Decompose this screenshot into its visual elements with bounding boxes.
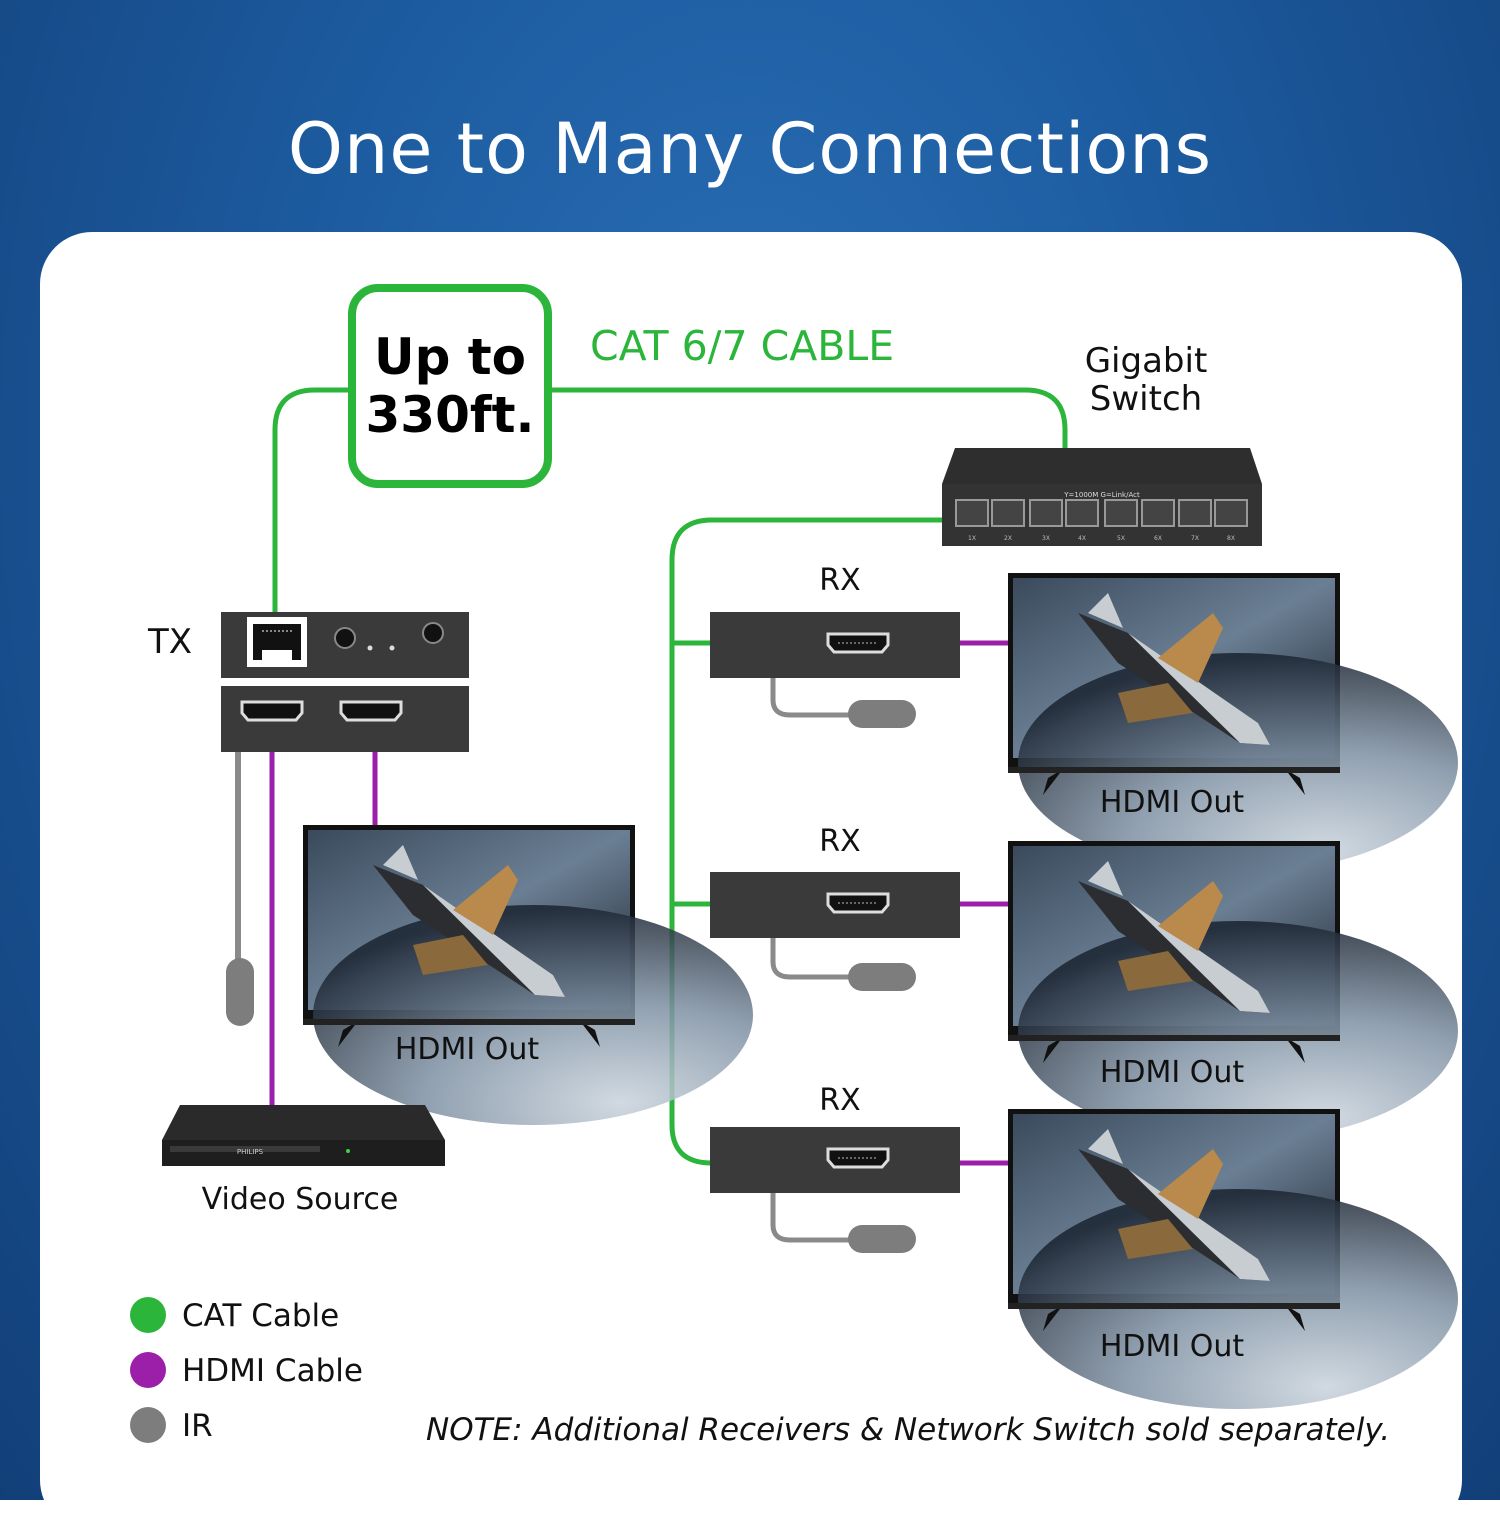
- ir-sensor-rx2: [848, 963, 916, 991]
- tx-unit: [221, 612, 469, 752]
- source-brand: PHILIPS: [237, 1148, 264, 1156]
- legend-hdmi-label: HDMI Cable: [182, 1353, 363, 1389]
- switch-port-label: 6X: [1154, 535, 1162, 542]
- switch-port-label: 3X: [1042, 535, 1050, 542]
- tv-label-rx3: HDMI Out: [1099, 1329, 1245, 1364]
- tv-label-rx2: HDMI Out: [1099, 1055, 1245, 1090]
- cat-cable-tx: [272, 387, 352, 612]
- gigabit-switch: Y=1000M G=Link/Act 1X 2X 3X 4X 5X 6X 7X …: [942, 448, 1262, 546]
- tv-local: [303, 825, 753, 1125]
- switch-label-line1: Gigabit: [1084, 341, 1208, 381]
- tv-rx-3: [1008, 1109, 1458, 1409]
- tv-rx-2: [1008, 841, 1458, 1141]
- switch-port-label: 5X: [1117, 535, 1125, 542]
- page-title: One to Many Connections: [287, 108, 1213, 190]
- cat-cable-trunk: [669, 517, 945, 1166]
- legend-cat-dot: [130, 1297, 166, 1333]
- source-label: Video Source: [201, 1182, 399, 1217]
- ir-cable-rx3: [770, 1193, 855, 1243]
- ir-sensor-rx1: [848, 700, 916, 728]
- ir-cable-rx2: [770, 938, 855, 980]
- range-callout: Up to 330ft.: [348, 284, 552, 488]
- rx-label-2: RX: [819, 824, 861, 859]
- switch-port-label: 8X: [1227, 535, 1235, 542]
- rx-unit-2: [708, 870, 962, 940]
- rx-label-1: RX: [819, 563, 861, 598]
- rx-unit-1: [708, 610, 962, 680]
- range-line1: Up to: [373, 328, 527, 386]
- ir-sensor-rx3: [848, 1225, 916, 1253]
- tv-label-local: HDMI Out: [394, 1032, 540, 1067]
- switch-port-label: 7X: [1191, 535, 1199, 542]
- tv-rx-1: [1008, 573, 1458, 873]
- rx-unit-3: [708, 1125, 962, 1195]
- tx-label: TX: [148, 622, 193, 662]
- switch-port-label: 4X: [1078, 535, 1086, 542]
- legend-cat-label: CAT Cable: [182, 1298, 340, 1334]
- legend-hdmi-dot: [130, 1352, 166, 1388]
- switch-port-header: Y=1000M G=Link/Act: [1063, 491, 1140, 499]
- range-line2: 330ft.: [365, 386, 535, 444]
- legend-ir-dot: [130, 1407, 166, 1443]
- cat-cable-switch: [552, 387, 1068, 450]
- switch-port-label: 2X: [1004, 535, 1012, 542]
- legend-ir-label: IR: [182, 1408, 213, 1444]
- connection-diagram: Y=1000M G=Link/Act 1X 2X 3X 4X 5X 6X 7X …: [162, 387, 1458, 1409]
- switch-label: Gigabit Switch: [1046, 342, 1246, 418]
- switch-label-line2: Switch: [1089, 379, 1203, 419]
- cable-label: CAT 6/7 CABLE: [590, 322, 895, 370]
- footnote: NOTE: Additional Receivers & Network Swi…: [426, 1412, 1391, 1448]
- tv-label-rx1: HDMI Out: [1099, 785, 1245, 820]
- video-source-player: PHILIPS: [162, 1105, 445, 1166]
- ir-cable-rx1: [770, 678, 855, 718]
- ir-sensor-tx: [226, 958, 254, 1026]
- switch-port-label: 1X: [968, 535, 976, 542]
- rx-label-3: RX: [819, 1083, 861, 1118]
